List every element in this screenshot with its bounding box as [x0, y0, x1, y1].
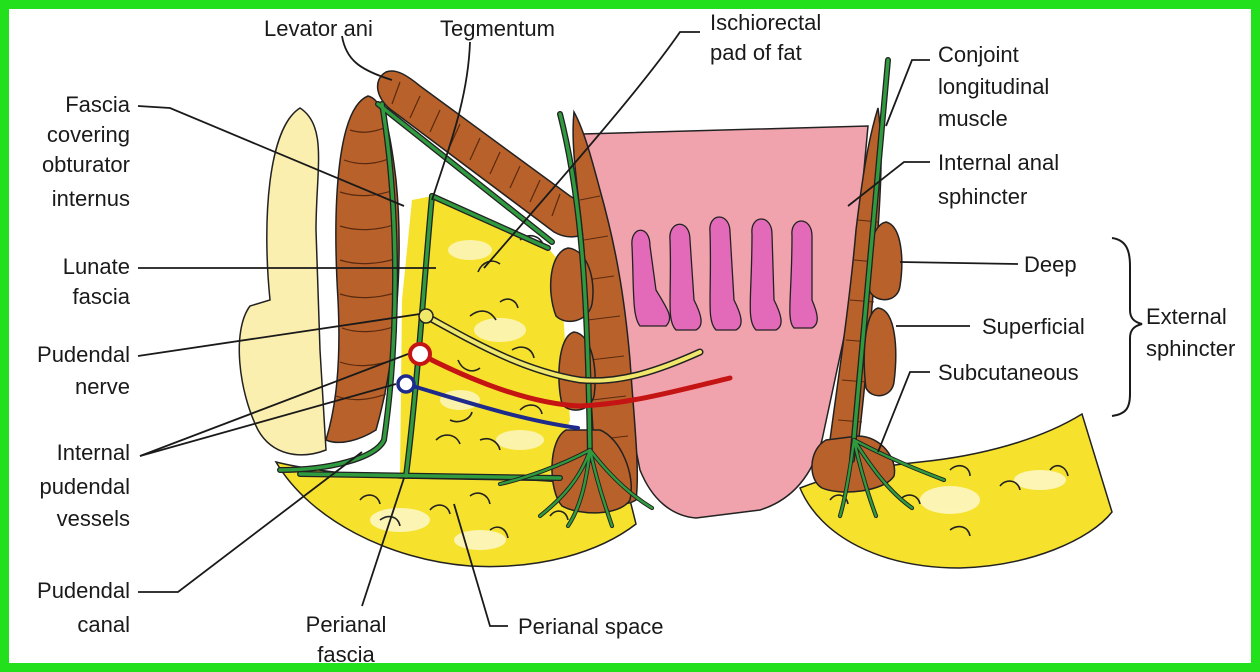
label-ias-line2: sphincter: [938, 184, 1027, 209]
artery-section: [410, 344, 430, 364]
label-lunate-line1: Lunate: [63, 254, 130, 279]
label-perianal-fascia-line2: fascia: [317, 642, 375, 663]
label-conjoint-line3: muscle: [938, 106, 1008, 131]
levator-ani-muscle: [378, 71, 591, 237]
label-fascia-line4: internus: [52, 186, 130, 211]
label-ischiorectal-line1: Ischiorectal: [710, 10, 821, 35]
label-ischiorectal-line2: pad of fat: [710, 40, 802, 65]
label-vessels-line2: pudendal: [39, 474, 130, 499]
label-tegmentum: Tegmentum: [440, 16, 555, 41]
label-fascia-line2: covering: [47, 122, 130, 147]
label-perianal-fascia-line1: Perianal: [306, 612, 387, 637]
label-canal-line2: canal: [77, 612, 130, 637]
anal-canal-diagram: Levator ani Tegmentum Ischiorectal pad o…: [9, 9, 1251, 663]
label-deep: Deep: [1024, 252, 1077, 277]
label-levator-ani: Levator ani: [264, 16, 373, 41]
vein-section: [398, 376, 414, 392]
label-pudendal-nerve-line2: nerve: [75, 374, 130, 399]
label-pudendal-nerve-line1: Pudendal: [37, 342, 130, 367]
external-sphincter-right-superficial: [864, 308, 896, 396]
label-lunate-line2: fascia: [73, 284, 131, 309]
label-fascia-line3: obturator: [42, 152, 130, 177]
label-perianal-space: Perianal space: [518, 614, 664, 639]
external-sphincter-brace: [1112, 238, 1142, 416]
label-vessels-line1: Internal: [57, 440, 130, 465]
label-external-line1: External: [1146, 304, 1227, 329]
label-ias-line1: Internal anal: [938, 150, 1059, 175]
label-vessels-line3: vessels: [57, 506, 130, 531]
label-conjoint-line2: longitudinal: [938, 74, 1049, 99]
label-fascia-line1: Fascia: [65, 92, 131, 117]
obturator-bone: [239, 108, 326, 455]
label-conjoint-line1: Conjoint: [938, 42, 1019, 67]
label-subcutaneous: Subcutaneous: [938, 360, 1079, 385]
pudendal-nerve-section: [419, 309, 433, 323]
label-canal-line1: Pudendal: [37, 578, 130, 603]
label-superficial: Superficial: [982, 314, 1085, 339]
label-external-line2: sphincter: [1146, 336, 1235, 361]
